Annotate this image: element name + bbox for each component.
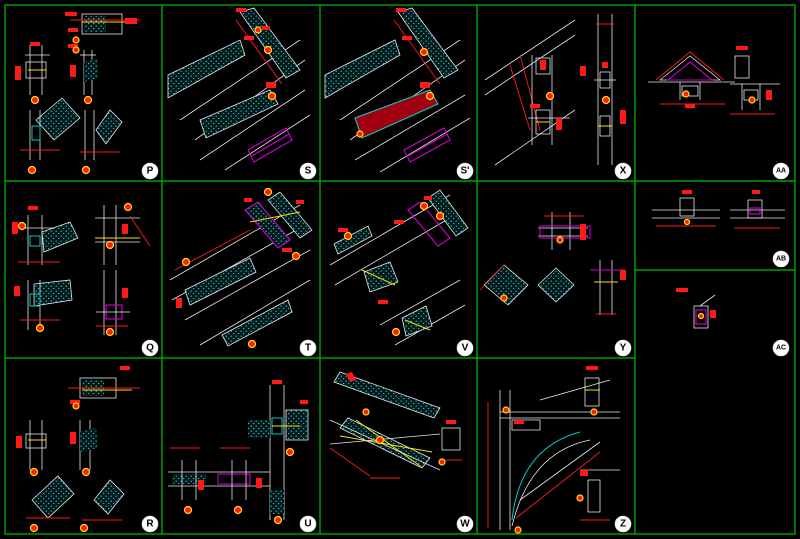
panel-label-AC-text: AC xyxy=(776,345,786,352)
panel-label-W[interactable]: W xyxy=(456,515,474,533)
panel-label-S2[interactable]: S' xyxy=(456,162,474,180)
panel-W-detail xyxy=(329,371,462,479)
panel-label-V-text: V xyxy=(462,343,469,354)
panel-label-S[interactable]: S xyxy=(299,162,317,180)
panel-label-Q-text: Q xyxy=(146,343,154,354)
panel-label-AB[interactable]: AB xyxy=(772,250,790,268)
panel-label-T[interactable]: T xyxy=(299,339,317,357)
panel-label-S2-text: S' xyxy=(460,166,469,177)
panel-label-Y-text: Y xyxy=(620,343,627,354)
panel-label-T-text: T xyxy=(305,343,311,354)
panel-Q-detail xyxy=(12,202,151,337)
panel-label-V[interactable]: V xyxy=(456,339,474,357)
panel-AA-detail xyxy=(648,46,780,115)
panel-U-detail xyxy=(168,380,309,525)
panel-S-detail xyxy=(167,7,311,171)
panel-X-detail xyxy=(484,14,626,166)
panel-label-AA-text: AA xyxy=(776,168,786,175)
panel-labels: P S S' X AA Q T V xyxy=(141,162,790,533)
panel-AB-detail xyxy=(652,190,785,229)
panel-label-X-text: X xyxy=(620,166,627,177)
panel-V-detail xyxy=(329,189,469,346)
panel-AC-detail xyxy=(676,288,716,329)
panel-T-detail xyxy=(169,187,313,349)
panel-label-Z[interactable]: Z xyxy=(614,515,632,533)
panel-label-AC[interactable]: AC xyxy=(772,339,790,357)
panel-label-Q[interactable]: Q xyxy=(141,339,159,357)
panel-label-R-text: R xyxy=(146,519,154,530)
panel-label-U[interactable]: U xyxy=(299,515,317,533)
panel-Z-detail xyxy=(487,366,620,534)
panel-P-detail xyxy=(15,12,140,175)
panel-label-AA[interactable]: AA xyxy=(772,162,790,180)
panel-label-W-text: W xyxy=(460,519,470,530)
panel-R-detail xyxy=(16,366,140,533)
panel-grid xyxy=(4,4,796,535)
panel-label-P[interactable]: P xyxy=(141,162,159,180)
panel-label-AB-text: AB xyxy=(776,256,786,263)
panel-label-P-text: P xyxy=(147,166,154,177)
panel-S2-detail xyxy=(324,7,471,173)
panel-Y-detail xyxy=(479,212,626,315)
panel-label-U-text: U xyxy=(304,519,311,530)
panel-label-S-text: S xyxy=(305,166,312,177)
panel-label-X[interactable]: X xyxy=(614,162,632,180)
panel-label-R[interactable]: R xyxy=(141,515,159,533)
panel-label-Y[interactable]: Y xyxy=(614,339,632,357)
panel-label-Z-text: Z xyxy=(620,519,626,530)
